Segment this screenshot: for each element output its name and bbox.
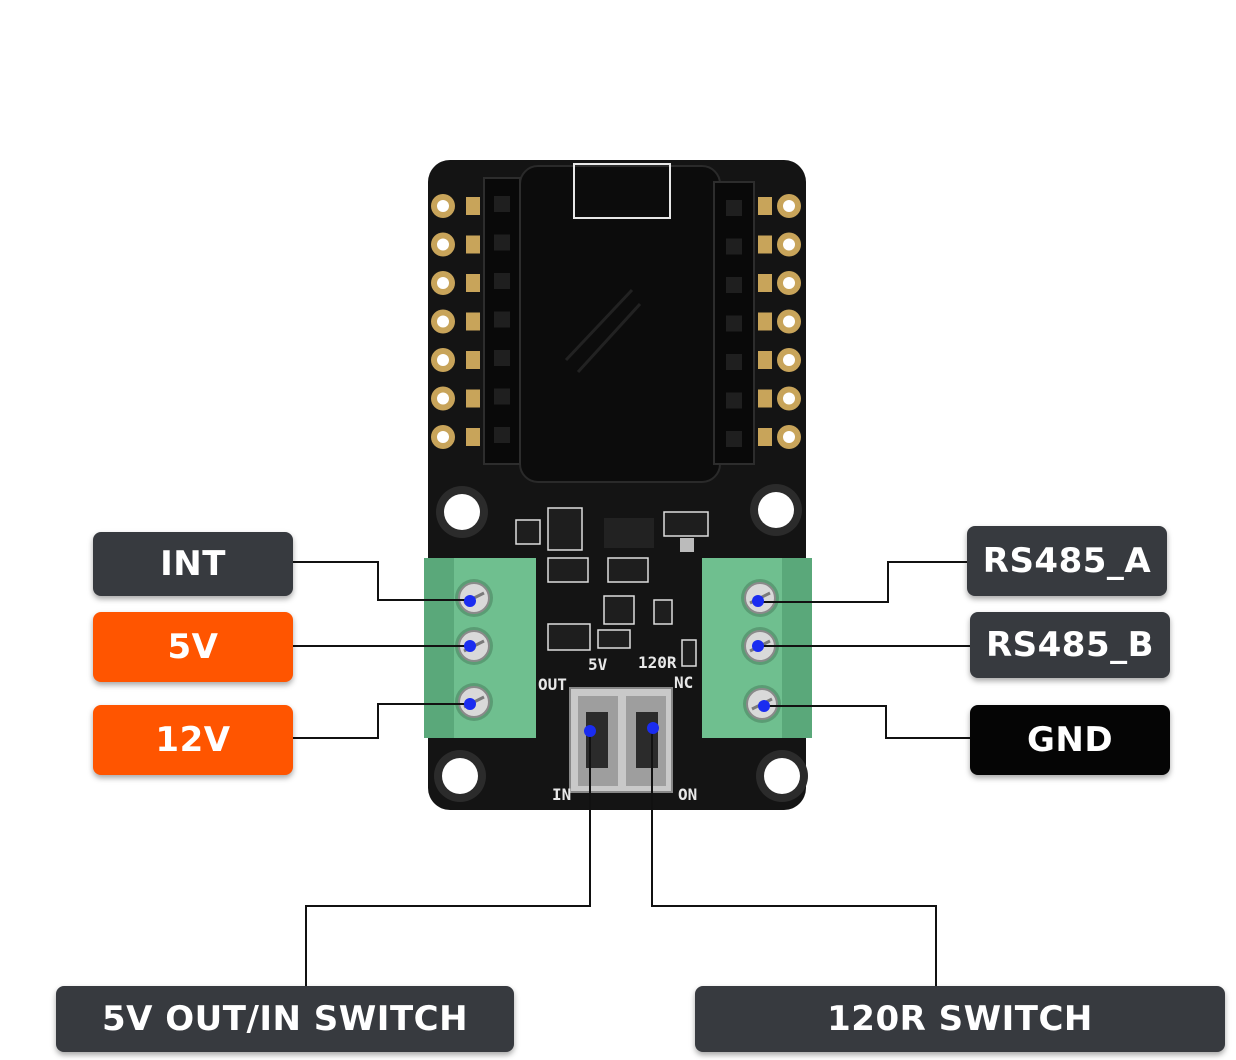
header-socket — [726, 354, 742, 370]
label-12v-text: 12V — [155, 720, 231, 760]
module-trace — [564, 288, 642, 374]
label-int: INT — [93, 532, 293, 596]
marker-gnd — [758, 700, 770, 712]
smd-pad — [758, 351, 772, 369]
header-socket — [494, 350, 510, 366]
silk-in: IN — [552, 785, 571, 804]
leader-5v-switch — [305, 730, 591, 988]
smd-pad — [466, 274, 480, 292]
label-5v: 5V — [93, 612, 293, 682]
smd-pad — [466, 197, 480, 215]
header-pad-hole — [437, 315, 449, 328]
smd-pad — [758, 428, 772, 446]
antenna-outline — [573, 163, 671, 219]
smd-pad — [466, 312, 480, 331]
header-pad-hole — [783, 392, 795, 405]
mounting-holes — [434, 484, 808, 802]
header-pad-hole — [783, 200, 795, 212]
header-socket — [494, 273, 510, 289]
marker-12v — [464, 698, 476, 710]
marker-rs485b — [752, 640, 764, 652]
smd-components — [515, 507, 709, 667]
right-pin-row — [758, 194, 801, 449]
header-pad-hole — [437, 354, 449, 366]
header-pad-hole — [437, 431, 449, 443]
smd-pad — [758, 274, 772, 292]
header-pad-hole — [437, 277, 449, 289]
header-pad-hole — [437, 238, 449, 251]
header-socket — [494, 311, 510, 328]
leader-gnd — [764, 705, 970, 739]
slide-switches — [569, 687, 673, 793]
header-socket — [726, 238, 742, 255]
label-5v-switch-text: 5V OUT/IN SWITCH — [101, 999, 469, 1039]
marker-5v — [464, 640, 476, 652]
label-120r-switch-text: 120R SWITCH — [827, 999, 1093, 1039]
smd-pad — [758, 389, 772, 408]
leader-120r-switch — [651, 728, 937, 988]
header-socket — [494, 427, 510, 443]
header-pad-hole — [437, 200, 449, 212]
silk-out: OUT — [538, 675, 567, 694]
left-pin-row — [431, 194, 480, 449]
leader-rs485a — [758, 561, 968, 603]
smd-pad — [466, 235, 480, 254]
label-int-text: INT — [160, 544, 226, 584]
label-120r-switch: 120R SWITCH — [695, 986, 1225, 1052]
leader-12v — [292, 703, 470, 739]
header-pad-hole — [783, 238, 795, 251]
smd-pad — [758, 235, 772, 254]
smd-pad — [466, 351, 480, 369]
marker-rs485a — [752, 595, 764, 607]
label-5v-text: 5V — [167, 627, 219, 667]
smd-pad — [466, 389, 480, 408]
header-pad-hole — [437, 392, 449, 405]
header-socket — [494, 388, 510, 405]
marker-120r-switch — [647, 722, 659, 734]
header-socket — [726, 277, 742, 293]
header-socket — [726, 431, 742, 447]
label-5v-switch: 5V OUT/IN SWITCH — [56, 986, 514, 1052]
leader-lines — [292, 561, 970, 988]
smd-pad — [758, 312, 772, 331]
header-socket — [494, 196, 510, 212]
label-rs485a: RS485_A — [967, 526, 1167, 596]
header-pad-hole — [783, 277, 795, 289]
silk-nc: NC — [674, 673, 693, 692]
label-rs485b-text: RS485_B — [985, 625, 1155, 665]
header-pad-hole — [783, 354, 795, 366]
pin-markers — [464, 595, 770, 737]
header-socket — [726, 315, 742, 332]
header-socket — [494, 234, 510, 251]
label-gnd: GND — [970, 705, 1170, 775]
header-pad-hole — [783, 315, 795, 328]
label-rs485a-text: RS485_A — [982, 541, 1152, 581]
silk-120r: 120R — [638, 653, 677, 672]
label-rs485b: RS485_B — [970, 612, 1170, 678]
smd-pad — [758, 197, 772, 215]
marker-5v-switch — [584, 725, 596, 737]
header-socket — [726, 200, 742, 216]
header-socket — [726, 392, 742, 409]
marker-int — [464, 595, 476, 607]
header-pad-hole — [783, 431, 795, 443]
smd-pad — [466, 428, 480, 446]
label-gnd-text: GND — [1026, 720, 1114, 760]
silk-5v: 5V — [588, 655, 608, 674]
label-12v: 12V — [93, 705, 293, 775]
silk-on: ON — [678, 785, 697, 804]
leader-int — [292, 561, 470, 601]
